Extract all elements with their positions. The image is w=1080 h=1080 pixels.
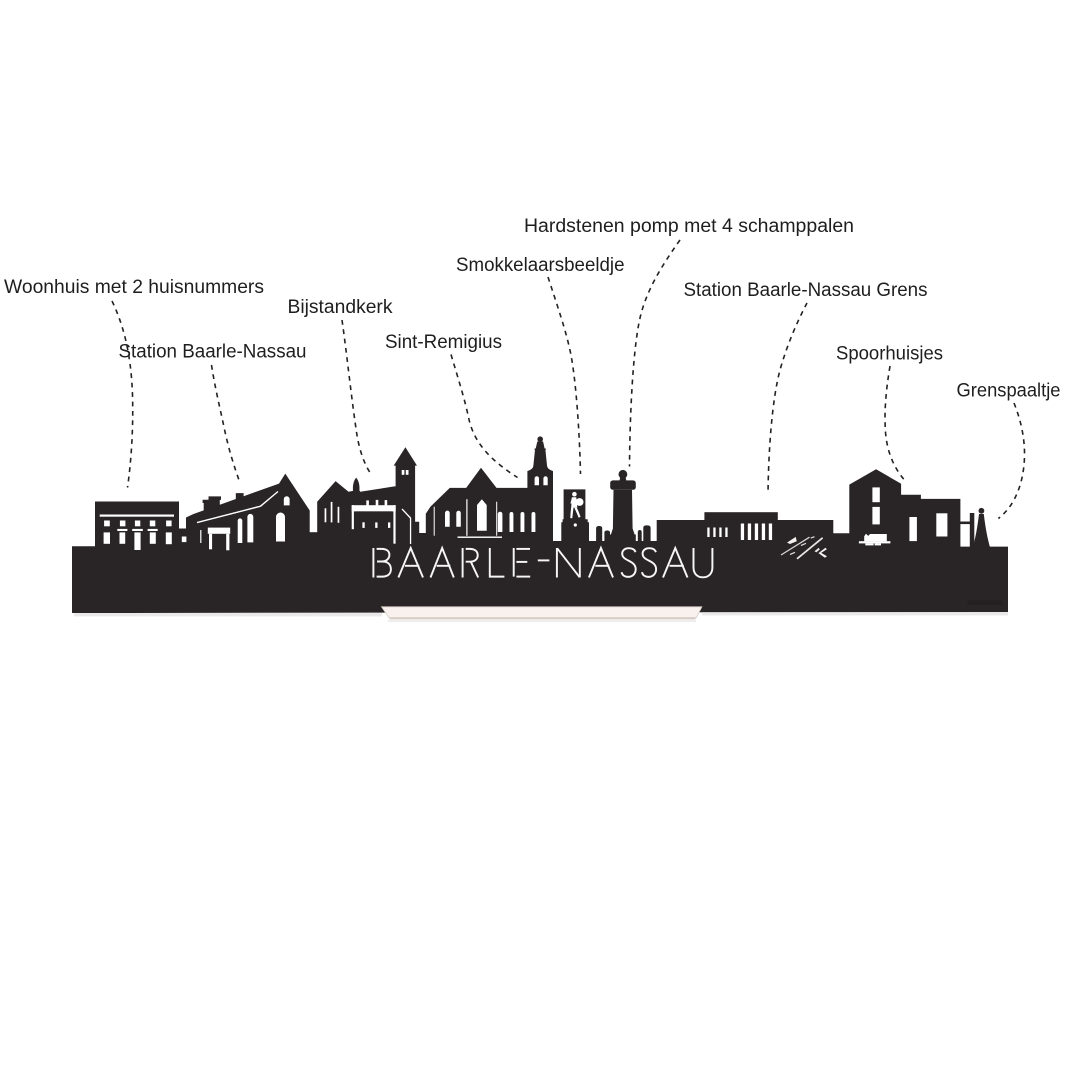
svg-text:Smokkelaarsbeeldje: Smokkelaarsbeeldje [456, 254, 625, 276]
svg-text:Sint-Remigius: Sint-Remigius [385, 331, 502, 353]
svg-text:Station Baarle-Nassau Grens: Station Baarle-Nassau Grens [684, 279, 928, 301]
svg-text:Hardstenen pomp met 4 schamppa: Hardstenen pomp met 4 schamppalen [524, 215, 854, 237]
svg-text:Bijstandkerk: Bijstandkerk [288, 296, 393, 318]
svg-text:Spoorhuisjes: Spoorhuisjes [836, 343, 943, 365]
svg-text:Station Baarle-Nassau: Station Baarle-Nassau [119, 341, 307, 363]
svg-text:Woonhuis met 2 huisnummers: Woonhuis met 2 huisnummers [4, 276, 264, 298]
svg-text:Grenspaaltje: Grenspaaltje [957, 380, 1061, 402]
